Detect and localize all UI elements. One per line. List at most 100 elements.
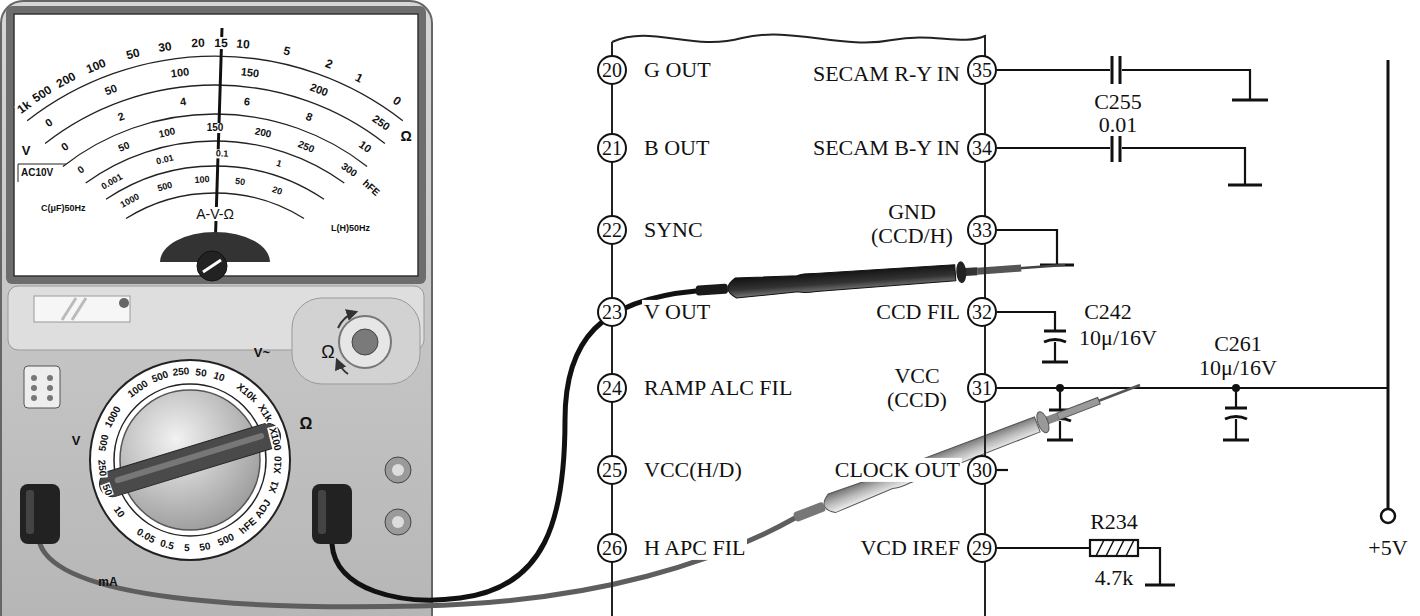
wire bbox=[1235, 388, 1237, 440]
component-label: C242 bbox=[1083, 301, 1133, 323]
black-probe bbox=[955, 261, 967, 284]
junction-dot bbox=[1056, 384, 1064, 392]
range-label: 500 bbox=[97, 433, 110, 453]
test-lead-cable bbox=[40, 291, 795, 607]
pin-number: 34 bbox=[972, 138, 992, 158]
scale-number: 200 bbox=[53, 70, 78, 91]
pin-name: G OUT bbox=[642, 58, 713, 82]
multimeter bbox=[1, 1, 432, 616]
range-label: 1000 bbox=[103, 404, 124, 430]
range-label: 500 bbox=[149, 369, 170, 385]
pin-circle: 25 bbox=[597, 455, 627, 485]
range-label: V bbox=[71, 434, 82, 447]
supply-terminal bbox=[1381, 509, 1395, 523]
meter-needle bbox=[160, 28, 270, 281]
component-label: C255 bbox=[1093, 91, 1143, 113]
pin-circle: 21 bbox=[597, 133, 627, 163]
scale-number: 200 bbox=[307, 81, 330, 99]
pin-circle: 26 bbox=[597, 533, 627, 563]
pin-number: 21 bbox=[602, 138, 622, 158]
pin-name: B OUT bbox=[642, 136, 711, 160]
component-label: 0.01 bbox=[1098, 114, 1139, 136]
meter-scale-arc bbox=[18, 56, 403, 218]
test-lead-plug bbox=[26, 490, 34, 534]
component-label: +5V bbox=[1367, 537, 1408, 559]
scale-number: 10 bbox=[235, 38, 251, 51]
scale-number: 150 bbox=[206, 123, 225, 133]
range-label: 5 bbox=[183, 543, 191, 553]
pin-circle: 29 bbox=[967, 533, 997, 563]
junction-dot bbox=[1056, 384, 1240, 392]
pin-number: 33 bbox=[972, 220, 992, 240]
resistor-symbol bbox=[1090, 540, 1138, 556]
range-label: Ω bbox=[299, 416, 314, 432]
pin-circle: 22 bbox=[597, 215, 627, 245]
input-jack bbox=[385, 509, 411, 535]
black-probe bbox=[1019, 265, 1065, 268]
range-label: 1000 bbox=[126, 378, 151, 400]
scale-number: 10 bbox=[356, 139, 374, 156]
pin-number: 22 bbox=[602, 220, 622, 240]
pin-name: GND (CCD/H) bbox=[864, 200, 960, 248]
meter-needle bbox=[197, 251, 227, 281]
multimeter bbox=[1, 1, 432, 616]
component-label: 4.7k bbox=[1094, 567, 1135, 589]
wire bbox=[997, 387, 1388, 389]
scale-number: 2 bbox=[116, 111, 128, 124]
pin-circle: 30 bbox=[967, 455, 997, 485]
scale-number: 50 bbox=[124, 46, 142, 62]
scale-number: 500 bbox=[29, 83, 54, 105]
black-probe bbox=[977, 265, 1021, 275]
pin-number: 20 bbox=[602, 60, 622, 80]
pin-name: V OUT bbox=[642, 300, 712, 324]
red-probe bbox=[793, 501, 826, 522]
resistor-symbol bbox=[1096, 540, 1134, 556]
pin-number: 32 bbox=[972, 302, 992, 322]
meter-panel bbox=[338, 312, 356, 328]
range-label: hFE bbox=[237, 516, 259, 537]
component-label: C261 bbox=[1213, 333, 1263, 355]
capacitor-symbol bbox=[1112, 134, 1120, 162]
pin-circle: 33 bbox=[967, 215, 997, 245]
scale-number: 100 bbox=[194, 175, 212, 185]
range-label: 500 bbox=[215, 532, 236, 549]
range-label: X10k bbox=[234, 381, 260, 405]
scale-number: 1 bbox=[274, 159, 283, 170]
pin-name: RAMP ALC FIL bbox=[642, 376, 794, 400]
scale-label: AC10V bbox=[20, 168, 54, 178]
socket bbox=[31, 385, 37, 391]
scale-number: 2 bbox=[323, 57, 335, 71]
red-probe bbox=[791, 375, 1144, 528]
scale-number: 0 bbox=[75, 164, 87, 177]
scale-number: 0.01 bbox=[154, 153, 175, 166]
capacitor-symbol bbox=[1044, 330, 1066, 333]
range-label: X1k bbox=[255, 402, 274, 424]
test-lead-plug bbox=[20, 484, 60, 544]
scale-label: Ω bbox=[399, 129, 412, 143]
component-label: 10μ/16V bbox=[1078, 327, 1158, 349]
component-label: 10μ/16V bbox=[1198, 357, 1278, 379]
ground-symbol bbox=[1232, 99, 1268, 102]
ground-symbol bbox=[1145, 584, 1175, 587]
capacitor-symbol bbox=[1225, 407, 1247, 410]
pin-circle: 35 bbox=[967, 55, 997, 85]
pin-name: CLOCK OUT bbox=[833, 458, 962, 482]
meter-panel bbox=[292, 298, 420, 384]
wire bbox=[997, 230, 1057, 265]
scale-number: 250 bbox=[370, 113, 393, 134]
pin-name: VCD IREF bbox=[858, 536, 962, 560]
pin-name: SECAM B-Y IN bbox=[811, 136, 962, 160]
pin-name: CCD FIL bbox=[874, 300, 962, 324]
scale-number: 1000 bbox=[118, 192, 142, 210]
ground-symbol bbox=[1223, 439, 1249, 442]
scale-number: 300 bbox=[338, 161, 359, 180]
scale-number: 15 bbox=[213, 37, 229, 49]
capacitor-symbol bbox=[1044, 340, 1066, 343]
range-label: X10 bbox=[272, 454, 283, 474]
range-selector bbox=[114, 384, 266, 536]
scale-number: 200 bbox=[253, 126, 273, 140]
pin-circle: 20 bbox=[597, 55, 627, 85]
scale-number: 6 bbox=[242, 96, 251, 108]
